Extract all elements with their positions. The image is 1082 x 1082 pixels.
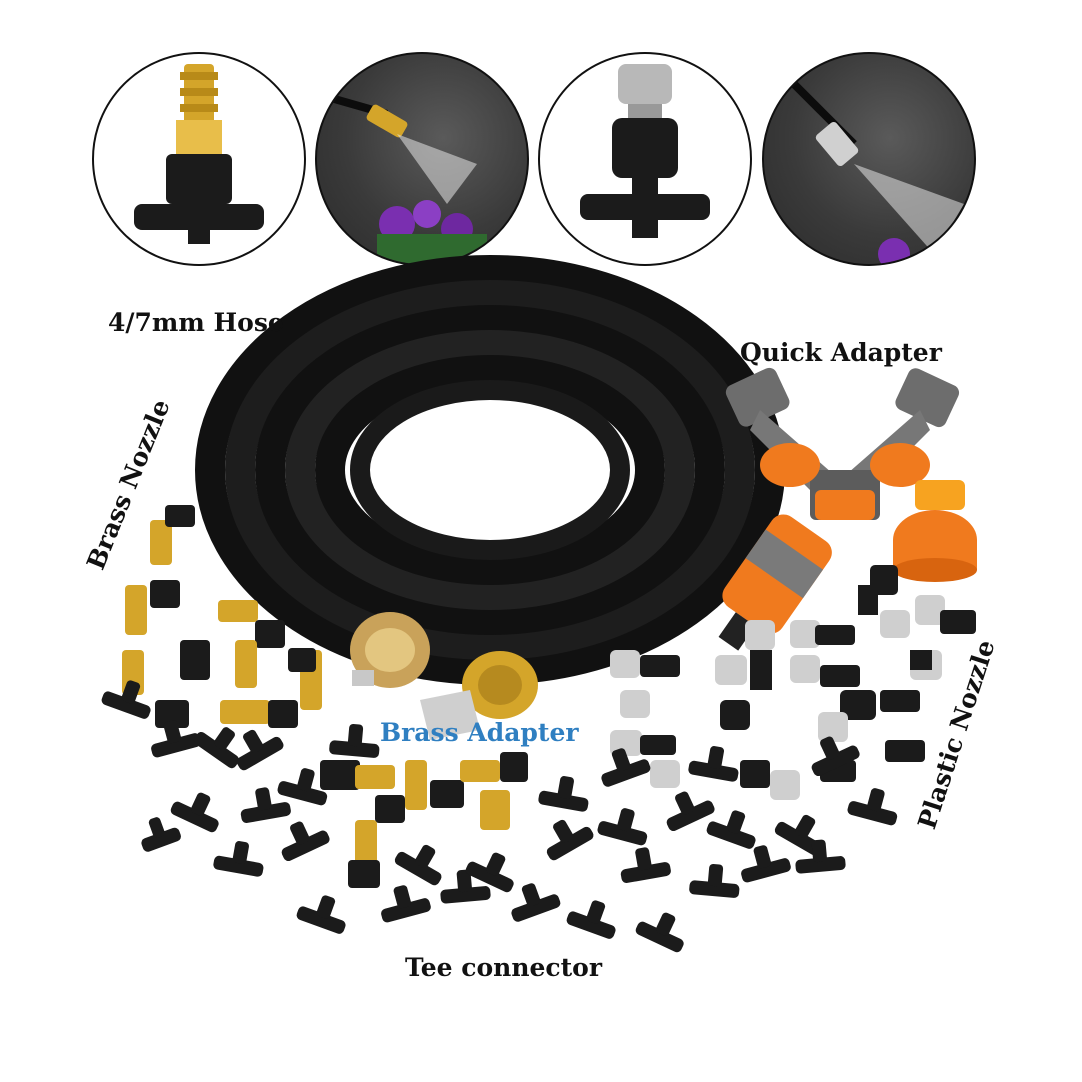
plastic-nozzle-mist-photo xyxy=(781,71,964,264)
hose-coil xyxy=(195,255,785,685)
plastic-nozzles xyxy=(610,565,976,800)
brass-adapter-label: Brass Adapter xyxy=(380,718,579,747)
quick-adapter xyxy=(725,367,960,520)
hose-label: 4/7mm Hose xyxy=(108,308,284,337)
brass-adapters xyxy=(350,612,538,740)
plastic-nozzle-tee-circle xyxy=(538,52,752,266)
tee-connectors xyxy=(101,680,898,953)
brass-nozzles xyxy=(122,505,528,888)
hose-connector xyxy=(718,514,832,651)
tap-adapter xyxy=(893,480,977,582)
plastic-nozzle-mist-circle xyxy=(762,52,976,266)
brass-nozzle-tee-icon xyxy=(134,64,264,244)
quick-adapter-label: Quick Adapter xyxy=(740,338,942,367)
brass-nozzle-mist-circle xyxy=(315,52,529,266)
tee-connector-label: Tee connector xyxy=(405,953,603,982)
brass-nozzle-tee-circle xyxy=(92,52,306,266)
plastic-nozzle-tee-icon xyxy=(580,64,710,238)
